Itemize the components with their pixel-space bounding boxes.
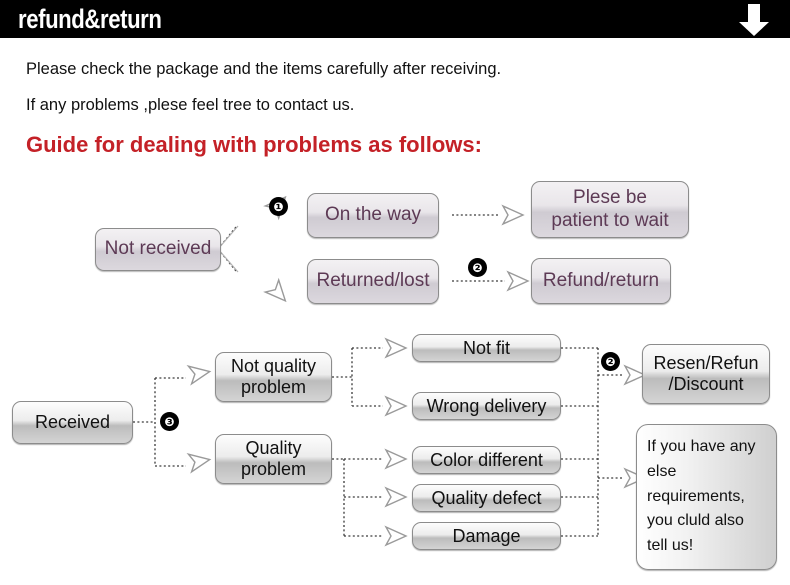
node-received[interactable]: Received <box>12 401 133 444</box>
guide-heading: Guide for dealing with problems as follo… <box>26 132 482 157</box>
node-wrong-delivery[interactable]: Wrong delivery <box>412 392 561 420</box>
node-on-the-way[interactable]: On the way <box>307 193 439 238</box>
down-arrow-icon <box>739 4 769 36</box>
badge-2-top: ❷ <box>468 258 487 277</box>
node-damage[interactable]: Damage <box>412 522 561 550</box>
node-please-be-patient[interactable]: Plese be patient to wait <box>531 181 689 238</box>
node-quality-defect[interactable]: Quality defect <box>412 484 561 512</box>
intro-line-1: Please check the package and the items c… <box>26 60 502 78</box>
badge-1: ❶ <box>269 197 288 216</box>
node-returned-lost[interactable]: Returned/lost <box>307 259 439 304</box>
node-extra-requirements-note[interactable]: If you have any else requirements, you c… <box>636 424 777 570</box>
node-refund-return[interactable]: Refund/return <box>531 258 671 304</box>
intro-line-2: If any problems ,plese feel tree to cont… <box>26 96 355 114</box>
badge-3: ❸ <box>160 412 179 431</box>
node-not-quality-problem[interactable]: Not quality problem <box>215 352 332 402</box>
page-title: refund&return <box>18 4 162 34</box>
node-color-different[interactable]: Color different <box>412 446 561 474</box>
node-resend-refund-discount[interactable]: Resen/Refun /Discount <box>642 344 770 404</box>
node-not-fit[interactable]: Not fit <box>412 334 561 362</box>
node-not-received[interactable]: Not received <box>95 228 221 271</box>
node-quality-problem[interactable]: Quality problem <box>215 434 332 484</box>
badge-2-bottom: ❷ <box>601 352 620 371</box>
page-header: refund&return <box>0 0 790 38</box>
